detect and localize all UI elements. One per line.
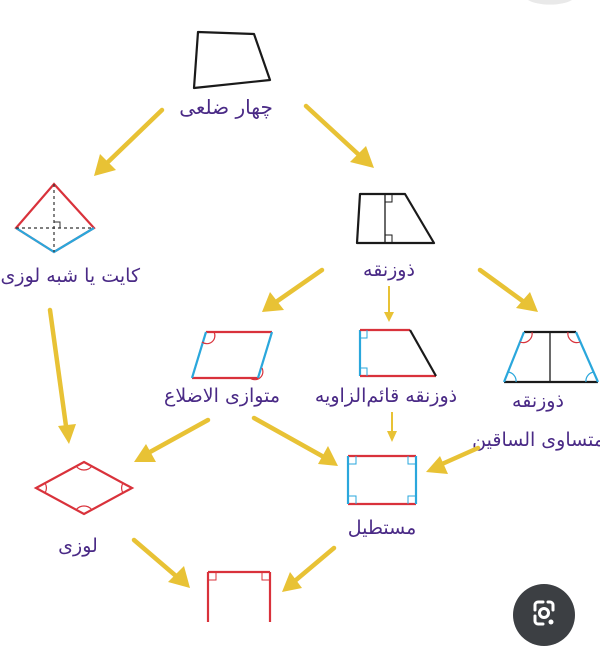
arrow-parallelogram-to-rectangle [251, 415, 325, 459]
lens-search-button[interactable] [513, 584, 575, 646]
square-shape [206, 570, 272, 622]
rectangle-label: مستطیل [348, 517, 417, 539]
arrow-rectangle-to-square [293, 545, 337, 583]
trapezoid-label: ذوزنقه [363, 259, 415, 281]
arrow-trap-to-isosceles [477, 267, 527, 305]
arrow-rhombus-to-square [131, 537, 179, 579]
arrow-quad-to-kite [105, 107, 165, 165]
isosceles-trapezoid-label-2: متساوی الساقین [472, 429, 600, 451]
arrow-parallelogram-to-rhombus [147, 417, 211, 455]
kite-shape [14, 182, 96, 254]
trapezoid-shape [355, 192, 436, 245]
partial-circle [528, 0, 572, 5]
google-lens-icon [533, 600, 555, 626]
right-trapezoid-label: ذوزنقه قائم‌الزاویه [315, 385, 457, 407]
rhombus-shape [33, 460, 135, 516]
quadrilateral-label: چهار ضلعی [179, 95, 273, 119]
rhombus-label: لوزی [58, 535, 98, 557]
arrows [47, 103, 538, 592]
arrow-isosceles-to-rectangle [439, 445, 481, 467]
right-trapezoid-shape [358, 328, 437, 378]
isosceles-trapezoid-shape [502, 330, 600, 384]
quadrilateral-hierarchy-diagram: چهار ضلعی کایت یا شبه لوزی ذوزنقه متوازی… [1, 0, 600, 622]
arrow-kite-to-rhombus [47, 307, 69, 429]
quadrilateral-shape [192, 30, 272, 90]
kite-label: کایت یا شبه لوزی [1, 265, 141, 287]
parallelogram-shape [190, 330, 274, 381]
parallelogram-label: متوازی الاضلاع [164, 385, 280, 407]
isosceles-trapezoid-label-1: ذوزنقه [512, 390, 564, 412]
arrow-quad-to-trapezoid [303, 103, 361, 157]
rectangle-shape [346, 454, 418, 506]
arrow-trap-to-parallelogram [273, 267, 325, 305]
